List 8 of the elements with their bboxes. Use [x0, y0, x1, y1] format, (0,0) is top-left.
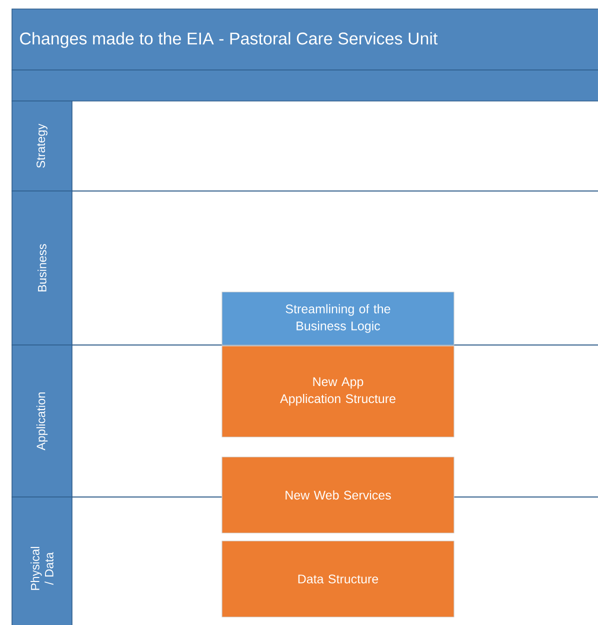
lane-header: Physical / Data — [12, 496, 72, 625]
lane-header: Business — [12, 190, 72, 346]
process-box: Streamlining of the Business Logic — [222, 292, 454, 346]
lane-header: Application — [12, 344, 72, 498]
process-box: New App Application Structure — [222, 346, 454, 438]
process-box: New Web Services — [222, 456, 454, 534]
process-box: Data Structure — [222, 540, 454, 618]
lane-header: Strategy — [12, 100, 72, 192]
